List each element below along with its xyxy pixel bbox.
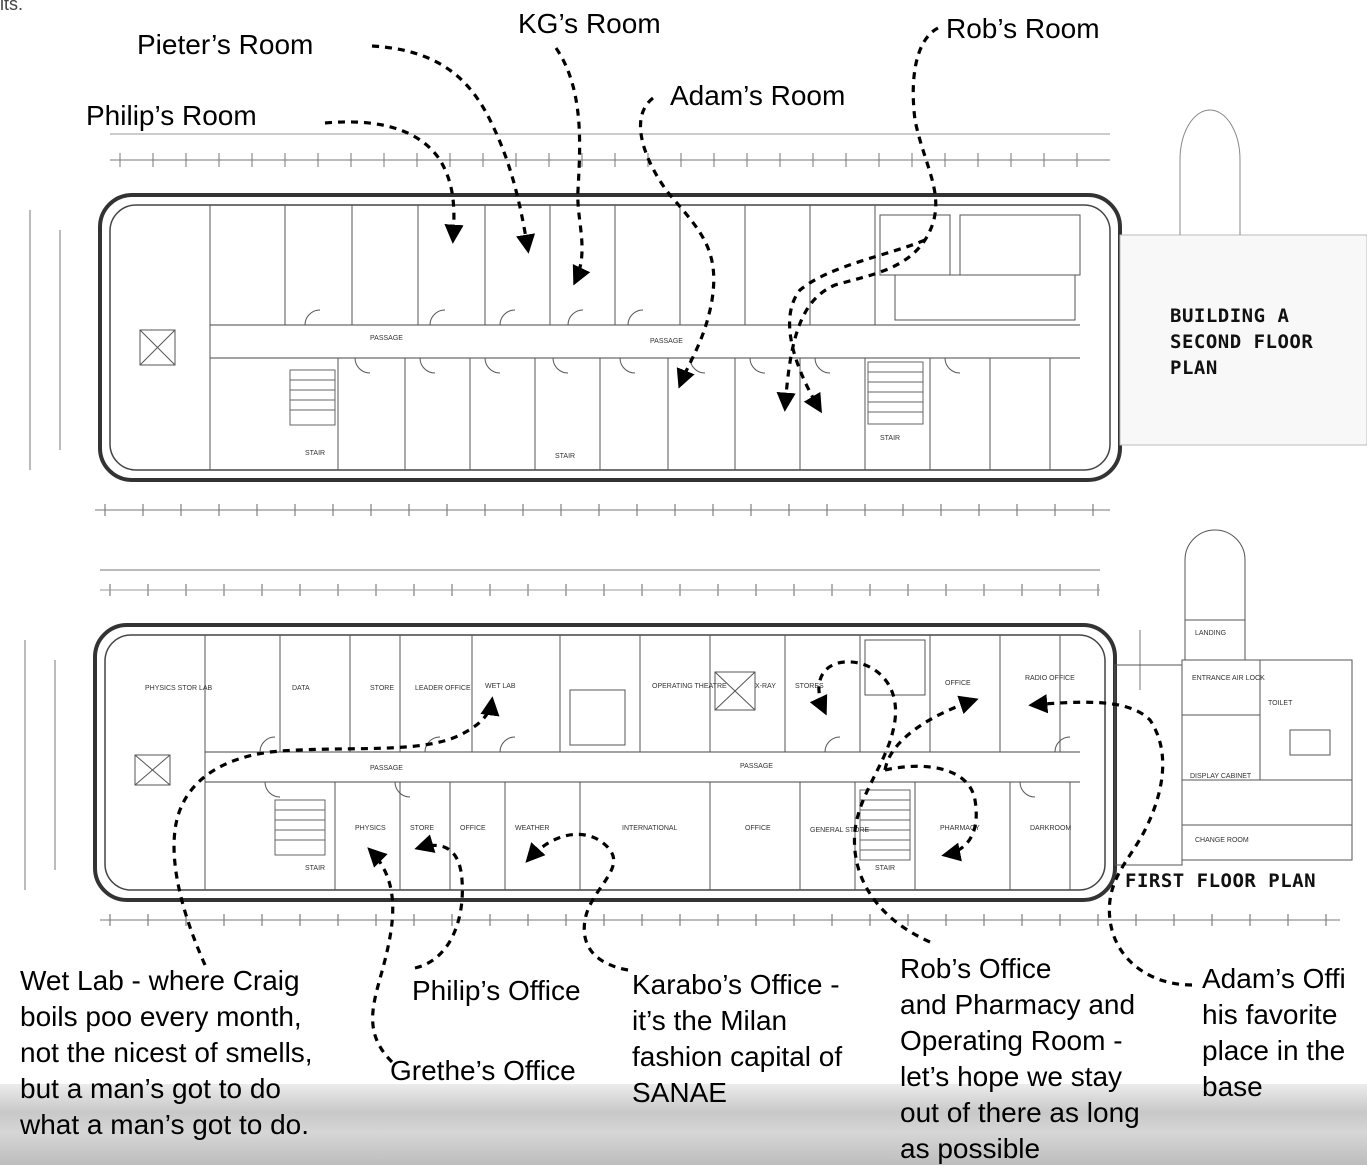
- second-floor-plan-title: BUILDING A SECOND FLOOR PLAN: [1170, 303, 1313, 381]
- first-floor-rooms: [204, 635, 1071, 890]
- room-label: OPERATING THEATRE: [652, 683, 727, 690]
- room-label: STAIR: [305, 450, 325, 457]
- room-label: PHYSICS STOR LAB: [145, 685, 213, 692]
- label-rob-room: Rob’s Room: [946, 13, 1100, 44]
- room-label: OFFICE: [460, 825, 486, 832]
- room-label: TOILET: [1268, 700, 1293, 707]
- room-label: STAIR: [880, 435, 900, 442]
- label-philip-office: Philip’s Office: [412, 975, 581, 1006]
- arrow-rob-office-c: [884, 764, 978, 862]
- label-karabo-office: Karabo’s Office - it’s the Milan fashion…: [632, 967, 842, 1111]
- arrow-rob-room-b: [788, 238, 926, 414]
- room-label: INTERNATIONAL: [622, 825, 678, 832]
- arrow-philip-office: [414, 834, 464, 970]
- wet-lab-line: not the nicest of smells,: [20, 1037, 313, 1068]
- second-floor-outer-wall: [98, 193, 1122, 482]
- karabo-line: SANAE: [632, 1077, 727, 1108]
- room-label: CHANGE ROOM: [1195, 837, 1249, 844]
- adam-office-line: place in the: [1202, 1035, 1346, 1066]
- room-label: PASSAGE: [370, 335, 403, 342]
- second-floor-bottom-rooms: [289, 358, 1051, 470]
- label-philip-room: Philip’s Room: [86, 100, 257, 131]
- label-adam-office: Adam’s Offi his favorite place in the ba…: [1202, 961, 1346, 1105]
- rob-office-line: as possible: [900, 1133, 1041, 1164]
- arrow-pieter-room: [371, 44, 536, 254]
- label-grethe-office: Grethe’s Office: [390, 1055, 576, 1086]
- room-labels: PASSAGE PASSAGE STAIR STAIR STAIR PHYSICS STO…: [145, 335, 1293, 872]
- room-label: PHARMACY: [940, 825, 980, 832]
- second-floor-title-line-2: SECOND FLOOR: [1170, 331, 1314, 353]
- label-adam-room: Adam’s Room: [670, 80, 846, 111]
- room-label: OFFICE: [945, 680, 971, 687]
- room-label: PASSAGE: [740, 763, 773, 770]
- wet-lab-line: but a man’s got to do: [20, 1073, 281, 1104]
- karabo-line: fashion capital of: [632, 1041, 843, 1072]
- adam-office-line: base: [1202, 1071, 1263, 1102]
- room-label: ENTRANCE AIR LOCK: [1192, 675, 1265, 682]
- room-label: WET LAB: [485, 683, 516, 690]
- bottom-band: [0, 1084, 1367, 1165]
- rob-office-line: Operating Room -: [900, 1025, 1123, 1056]
- label-pieter-room: Pieter’s Room: [137, 29, 314, 60]
- karabo-line: it’s the Milan: [632, 1005, 788, 1036]
- wet-lab-line: boils poo every month,: [20, 1001, 302, 1032]
- arrow-karabo-office: [525, 832, 629, 972]
- room-label: PASSAGE: [370, 765, 403, 772]
- arrow-rob-office-a: [809, 660, 931, 944]
- first-floor-outer-wall: [93, 623, 1117, 902]
- second-floor-plan: [29, 109, 1367, 511]
- rob-office-line: let’s hope we stay: [900, 1061, 1123, 1092]
- wet-lab-line: what a man’s got to do.: [20, 1109, 309, 1140]
- room-label: STAIR: [555, 453, 575, 460]
- room-label: LANDING: [1195, 630, 1226, 637]
- rob-office-line: out of there as long: [900, 1097, 1140, 1128]
- room-label: GENERAL STORE: [810, 827, 869, 834]
- arrow-adam-room: [638, 96, 716, 389]
- adam-office-line: his favorite: [1202, 999, 1338, 1030]
- rob-office-line: Rob’s Office: [900, 953, 1052, 984]
- rob-office-line: and Pharmacy and: [900, 989, 1136, 1020]
- second-floor-top-rooms: [209, 205, 1081, 470]
- room-label: DATA: [292, 685, 310, 692]
- room-label: RADIO OFFICE: [1025, 675, 1075, 682]
- room-label: STORES: [795, 683, 824, 690]
- room-label: PASSAGE: [650, 338, 683, 345]
- second-floor-title-line-1: BUILDING A: [1170, 305, 1290, 327]
- room-label: STORE: [370, 685, 394, 692]
- wet-lab-line: Wet Lab - where Craig: [20, 965, 300, 996]
- label-rob-office: Rob’s Office and Pharmacy and Operating …: [900, 951, 1140, 1167]
- room-label: WEATHER: [515, 825, 549, 832]
- second-floor-title-line-3: PLAN: [1170, 357, 1218, 379]
- arrow-kg-room: [554, 47, 591, 286]
- label-wet-lab: Wet Lab - where Craig boils poo every mo…: [20, 963, 313, 1143]
- room-label: LEADER OFFICE: [415, 685, 471, 692]
- adam-office-line: Adam’s Offi: [1202, 963, 1346, 994]
- arrow-philip-room: [324, 120, 464, 244]
- room-label: STAIR: [875, 865, 895, 872]
- arrow-adam-office: [1028, 694, 1193, 987]
- first-floor-plan-title: FIRST FLOOR PLAN: [1125, 870, 1317, 892]
- room-label: DARKROOM: [1030, 825, 1071, 832]
- karabo-line: Karabo’s Office -: [632, 969, 840, 1000]
- first-floor-annex: [1114, 529, 1353, 866]
- room-label: DISPLAY CABINET: [1190, 773, 1252, 780]
- label-kg-room: KG’s Room: [518, 8, 661, 39]
- room-label: STORE: [410, 825, 434, 832]
- first-floor-plan: [24, 529, 1353, 921]
- second-floor-top-dim-ticks: [119, 153, 1078, 167]
- arrows: [172, 26, 1193, 1064]
- arrow-grethe-office: [367, 847, 395, 1064]
- arrow-wet-lab: [172, 696, 500, 966]
- room-label: OFFICE: [745, 825, 771, 832]
- room-label: PHYSICS: [355, 825, 386, 832]
- room-label: X-RAY: [755, 683, 776, 690]
- corner-text: its.: [0, 0, 24, 14]
- room-label: STAIR: [305, 865, 325, 872]
